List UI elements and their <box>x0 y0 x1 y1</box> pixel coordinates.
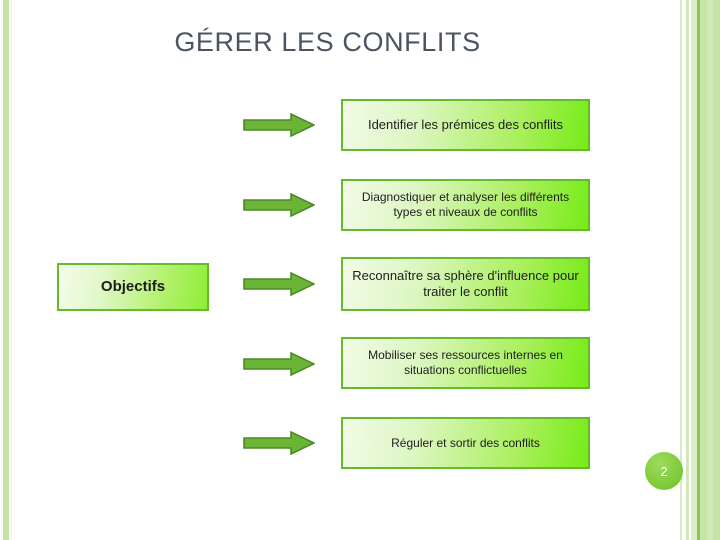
page-number-badge: 2 <box>645 452 683 490</box>
arrow-to-objective-4-icon <box>243 351 316 377</box>
objective-text-3: Reconnaître sa sphère d'influence pour t… <box>352 267 579 299</box>
arrow-to-objective-2-icon <box>243 192 316 218</box>
arrow-to-objective-3-icon <box>243 271 316 297</box>
left-edge-stripe-secondary <box>11 0 12 540</box>
left-edge-stripe-primary <box>3 0 9 540</box>
arrow-to-objective-1-icon <box>243 112 316 138</box>
arrow-to-objective-5-icon <box>243 430 316 456</box>
objectifs-label-box: Objectifs <box>57 263 209 311</box>
right-edge-stripe-6 <box>707 0 713 540</box>
right-edge-stripe-4 <box>697 0 700 540</box>
objective-box-3: Reconnaître sa sphère d'influence pour t… <box>341 257 590 311</box>
objective-box-4: Mobiliser ses ressources internes en sit… <box>341 337 590 389</box>
objective-text-1: Identifier les prémices des conflits <box>367 116 564 132</box>
objective-text-5: Réguler et sortir des conflits <box>391 435 540 450</box>
objectifs-label-text: Objectifs <box>100 277 166 295</box>
objective-text-4: Mobiliser ses ressources internes en sit… <box>368 348 563 377</box>
objective-box-1: Identifier les prémices des conflits <box>341 99 590 151</box>
objective-box-2: Diagnostiquer et analyser les différents… <box>341 179 590 231</box>
right-edge-stripe-1 <box>680 0 682 540</box>
slide-title: GÉRER LES CONFLITS <box>174 27 481 57</box>
objective-text-2: Diagnostiquer et analyser les différents… <box>361 190 570 219</box>
objective-box-5: Réguler et sortir des conflits <box>341 417 590 469</box>
right-edge-stripe-3 <box>691 0 697 540</box>
right-edge-stripe-2 <box>686 0 689 540</box>
